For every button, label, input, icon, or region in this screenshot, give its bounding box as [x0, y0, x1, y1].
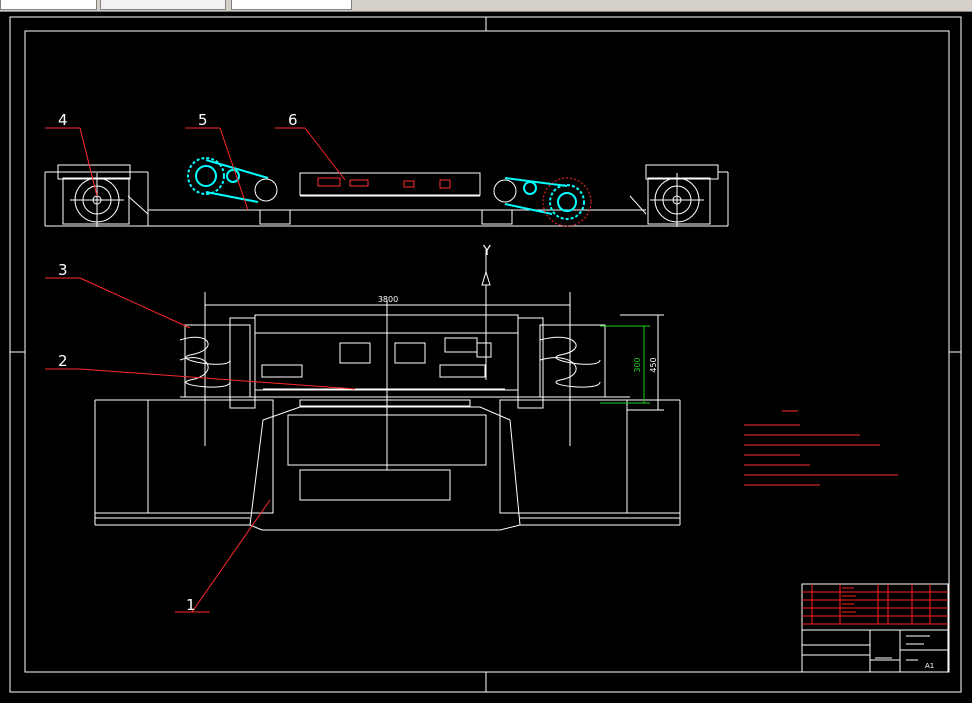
- balloon-4: 4: [58, 111, 68, 129]
- dimension-height-green: [600, 325, 650, 404]
- tab-drawing-1[interactable]: [0, 0, 97, 10]
- title-block-strokes: [875, 635, 930, 661]
- center-lines: [263, 250, 505, 470]
- dimension-text-450: 450: [649, 357, 658, 372]
- cad-drawing-canvas[interactable]: Y 3800 300 450 1 2 3 4 5 6: [0, 11, 972, 703]
- balloon-2: 2: [58, 352, 68, 370]
- tab-drawing-3[interactable]: [231, 0, 352, 10]
- balloon-3: 3: [58, 261, 68, 279]
- y-axis-label: Y: [482, 244, 491, 259]
- tab-drawing-2[interactable]: [100, 0, 226, 10]
- document-tab-bar: [0, 0, 972, 12]
- balloon-1: 1: [186, 596, 196, 614]
- wheel-right: [650, 173, 704, 227]
- technical-notes-strokes: [744, 410, 898, 486]
- drive-sprocket-left: [187, 157, 278, 203]
- leader-lines: [45, 127, 356, 613]
- dimension-overall-width: [204, 292, 571, 312]
- title-block: [801, 583, 949, 673]
- dimension-text-300: 300: [633, 357, 642, 372]
- title-block-sheet-size: A1: [925, 662, 934, 670]
- title-block-text: A1: [925, 662, 934, 670]
- dimension-text-width: 3800: [378, 295, 398, 304]
- dimension-height-white: [620, 314, 664, 411]
- side-elevation-view: [44, 164, 729, 227]
- balloon-6: 6: [288, 111, 298, 129]
- balloon-5: 5: [198, 111, 208, 129]
- electronics-red-details: [317, 177, 451, 189]
- balloon-numbers: 1 2 3 4 5 6: [58, 111, 298, 614]
- drive-sprocket-right: [493, 177, 592, 227]
- wheel-left: [70, 173, 124, 227]
- drawing-frame: [9, 16, 962, 693]
